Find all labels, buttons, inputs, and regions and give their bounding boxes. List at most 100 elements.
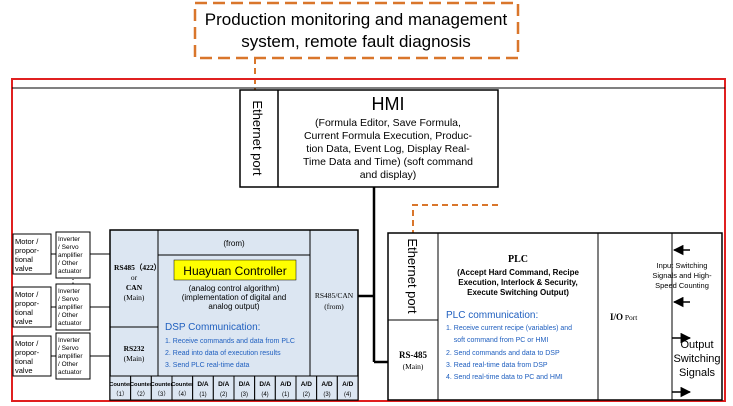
motor-2-label-3: tional (15, 308, 33, 317)
port-number: (1) (199, 392, 206, 398)
dsp-item-2: 2. Read into data of execution results (165, 350, 281, 357)
monitoring-line-1: Production monitoring and management (205, 10, 508, 29)
port-name: D/A (259, 381, 271, 388)
controller-desc-3: analog output) (208, 302, 259, 311)
motor-1-label-1: Motor / (15, 237, 39, 246)
controller-desc-2: (implementation of digital and (182, 293, 287, 302)
inverter-3-label-2: / Servo (58, 345, 79, 352)
plc-comm-item-3: 2. Send commands and data to DSP (446, 350, 560, 357)
port-name: A/D (321, 381, 333, 388)
hmi-title: HMI (372, 94, 405, 114)
inverter-1-label-2: / Servo (58, 244, 79, 251)
hmi-block: Ethernet port HMI (Formula Editor, Save … (239, 89, 499, 188)
port-number: （1） (113, 391, 128, 398)
rs485-can-label-1: RS485（422） (114, 262, 161, 272)
inverter-3-label-3: amplifier (58, 353, 83, 360)
plc-desc-3: Execute Switching Output) (467, 288, 569, 297)
output-signals-label-2: Switching (673, 353, 720, 365)
input-signals-label-3: Speed Counting (655, 281, 709, 290)
rs485-can-right-label-1: RS485/CAN (315, 291, 354, 300)
inverter-2-label-4: / Other (58, 312, 79, 319)
port-number: (4) (261, 392, 268, 398)
motor-1-label-3: tional (15, 255, 33, 264)
port-name: Counter (151, 382, 174, 388)
hmi-desc-4: Time Data and Time) (soft command (303, 156, 473, 168)
actuator-group-3: Motor / propor- tional valve Inverter / … (12, 332, 110, 380)
rs485-can-right-label-2: (from) (324, 302, 344, 311)
plc-ethernet-port-label: Ethernet port (405, 238, 420, 314)
input-signals-label-1: Input Switching (657, 261, 708, 270)
port-name: D/A (218, 381, 230, 388)
inverter-2-label-5: actuator (58, 320, 82, 327)
plc-rs485-label-1: RS-485 (399, 350, 428, 360)
inverter-3-label-4: / Other (58, 361, 79, 368)
port-name: Counter (171, 382, 194, 388)
io-port-suffix: Port (623, 313, 638, 322)
plc-rs485-label-2: (Main) (403, 362, 424, 371)
actuator-group-2: Motor / propor- tional valve Inverter / … (12, 283, 110, 331)
motor-3-label-4: valve (15, 366, 33, 375)
plc-block: Ethernet port RS-485 (Main) PLC (Accept … (387, 232, 723, 401)
io-label: I/O (610, 312, 623, 322)
port-number: (4) (344, 392, 351, 398)
motor-2-label-4: valve (15, 317, 33, 326)
io-port-label: I/O Port (610, 312, 638, 322)
rs232-label-1: RS232 (124, 344, 145, 353)
controller-desc-1: (analog control algorithm) (189, 284, 280, 293)
port-number: （4） (175, 391, 190, 398)
inverter-1-label-4: / Other (58, 260, 79, 267)
plc-comm-item-2: soft command from PC or HMI (446, 337, 548, 344)
port-name: Counter (109, 382, 132, 388)
system-boundary (11, 78, 726, 402)
port-name: A/D (301, 381, 313, 388)
plc-desc-2: Execution, Interlock & Security, (458, 278, 577, 287)
rs485-can-label-3: CAN (126, 283, 143, 292)
inverter-3-label-1: Inverter (58, 337, 81, 344)
port-name: A/D (342, 381, 354, 388)
motor-3-label-3: tional (15, 357, 33, 366)
controller-from-label: (from) (223, 239, 245, 248)
plc-comm-item-1: 1. Receive current recipe (variables) an… (446, 325, 572, 332)
motor-2-label-1: Motor / (15, 290, 39, 299)
plc-desc-1: (Accept Hard Command, Recipe (457, 268, 579, 277)
monitoring-line-2: system, remote fault diagnosis (241, 32, 471, 51)
motor-3-label-2: propor- (15, 348, 40, 357)
port-name: D/A (197, 381, 209, 388)
port-name: Counter (130, 382, 153, 388)
plc-communication-title: PLC communication: (446, 310, 538, 321)
motor-3-label-1: Motor / (15, 339, 39, 348)
huayuan-controller-block: RS485（422） or CAN (Main) RS232 (Main) (f… (109, 229, 359, 401)
port-number: (2) (303, 392, 310, 398)
input-signals-label-2: Signals and High- (652, 271, 712, 280)
actuator-group-1: Motor / propor- tional valve Inverter / … (12, 231, 110, 279)
output-signals-label-3: Signals (679, 367, 716, 379)
port-number: (3) (241, 392, 248, 398)
plc-comm-item-4: 3. Read real-time data from DSP (446, 362, 548, 369)
plc-comm-item-5: 4. Send real-time data to PC and HMI (446, 374, 563, 381)
hmi-desc-2: Current Formula Execution, Produc- (304, 130, 473, 142)
inverter-1-label-1: Inverter (58, 236, 81, 243)
rs232-label-2: (Main) (124, 354, 145, 363)
production-monitoring-box: Production monitoring and management sys… (193, 1, 520, 60)
inverter-3-label-5: actuator (58, 369, 82, 376)
output-signals-label-1: Output (680, 339, 713, 351)
hmi-desc-3: tion Data, Event Log, Display Real- (306, 143, 470, 155)
dsp-communication-title: DSP Communication: (165, 322, 260, 333)
inverter-2-label-3: amplifier (58, 304, 83, 311)
motor-1-label-4: valve (15, 264, 33, 273)
hmi-to-plc-ethernet-link (412, 204, 498, 233)
port-number: (2) (220, 392, 227, 398)
plc-title: PLC (508, 254, 528, 265)
inverter-1-label-3: amplifier (58, 252, 83, 259)
hmi-ethernet-port-label: Ethernet port (250, 100, 265, 176)
inverter-2-label-2: / Servo (58, 296, 79, 303)
hmi-desc-1: (Formula Editor, Save Formula, (315, 117, 461, 129)
controller-bottom-ports: Counter（1）Counter（2）Counter（3）Counter（4）… (109, 375, 359, 401)
port-name: D/A (239, 381, 251, 388)
dsp-item-1: 1. Receive commands and data from PLC (165, 338, 295, 345)
rs485-can-label-4: (Main) (124, 293, 145, 302)
hmi-desc-5: and display) (360, 169, 417, 181)
rs485-can-label-2: or (131, 273, 138, 282)
inverter-1-label-5: actuator (58, 268, 82, 275)
